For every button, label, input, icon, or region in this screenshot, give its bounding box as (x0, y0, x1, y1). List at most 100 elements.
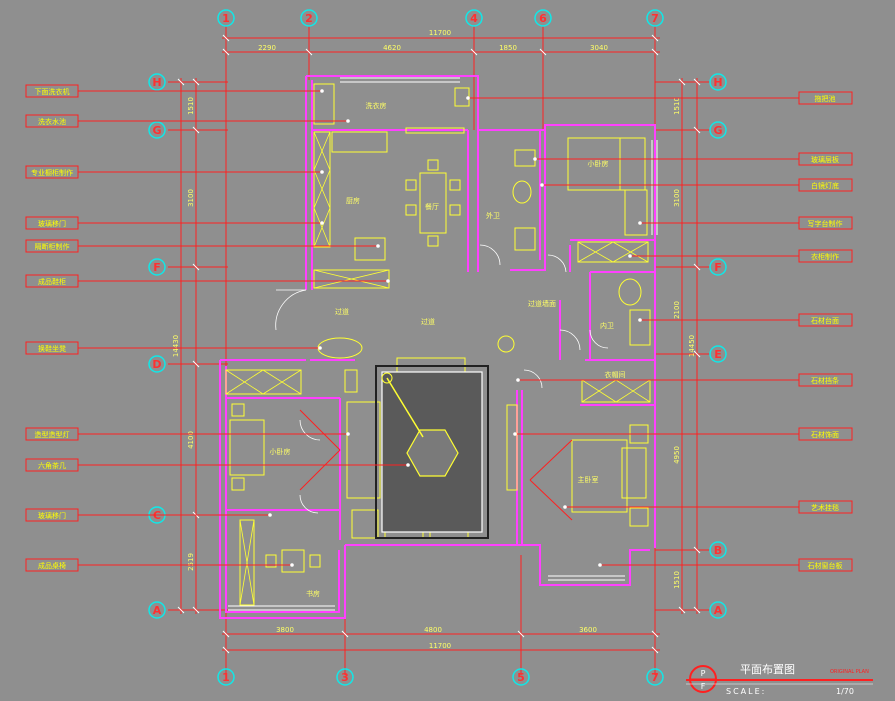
callout-left-text: 成品鞋柜 (38, 277, 66, 286)
axis-bubble-left-3-circle (148, 258, 166, 276)
callout-right-7: 石材挡条 (516, 373, 853, 387)
axis-bubble-top-4: 6 (534, 9, 552, 27)
axis-bubble-top-4-circle (534, 9, 552, 27)
callout-left-11: 成品桌椅 (25, 558, 294, 572)
dimension-text: 11700 2290 4620 1850 3040 3800 4800 3600… (172, 29, 696, 650)
drawing-title: 平面布置图 (740, 663, 795, 676)
axis-bubble-left-6: A (148, 601, 166, 619)
cabinet-hatches (225, 131, 651, 606)
dimension-ticks (177, 34, 701, 654)
axis-bubble-top-1: 1 (217, 9, 235, 27)
callout-right-text: 拖把池 (815, 94, 836, 103)
callout-right-text: 玻璃层板 (811, 155, 839, 164)
callout-right-2: 玻璃层板 (533, 152, 853, 166)
axis-bubble-left-1-label: H (152, 76, 161, 89)
callout-right-8: 石材饰面 (513, 427, 853, 441)
callout-left-8: 造型造型灯 (25, 427, 350, 441)
axis-bubble-right-2-label: G (713, 124, 722, 137)
title-badge-top: P (701, 669, 706, 678)
hexagon-coffee-table (406, 429, 459, 477)
axis-bubble-top-2-circle (300, 9, 318, 27)
dim-right-total: 14450 (688, 335, 696, 357)
dim-left-seg-3: 4100 (187, 431, 195, 449)
dim-right-seg-4: 4950 (673, 446, 681, 464)
callout-right-3: 白镜灯底 (540, 178, 853, 192)
dim-right-seg-5: 1510 (673, 571, 681, 589)
axis-bubble-bottom-1: 1 (217, 668, 235, 686)
axis-bubble-bottom-4-label: 7 (651, 671, 659, 684)
callout-right-9: 艺术挂毯 (563, 500, 853, 514)
axis-bubble-top-5-circle (646, 9, 664, 27)
room-laundry: 洗衣房 (366, 101, 387, 110)
callout-left-10: 玻璃移门 (25, 508, 272, 522)
axis-bubble-top-4-label: 6 (539, 12, 547, 25)
dim-bottom-seg-2: 4800 (424, 626, 442, 634)
grid-bubbles-top: 1 2 4 6 7 (217, 9, 664, 27)
axis-bubble-left-2-label: G (152, 124, 161, 137)
room-labels: 洗衣房 厨房 餐厅 外卫 小卧房 过道 过道 过道墙面 内卫 衣帽间 小卧房 主… (270, 101, 626, 598)
left-bedroom-marker (299, 409, 341, 491)
room-hall: 过道墙面 (528, 299, 556, 308)
dim-top-seg-2: 4620 (383, 44, 401, 52)
callout-left-4: 玻璃移门 (25, 216, 324, 230)
room-master-bedroom: 主卧室 (578, 475, 599, 484)
axis-bubble-left-6-label: A (153, 604, 162, 617)
callouts-right: 拖把池玻璃层板白镜灯底写字台制作衣柜制作石材台面石材挡条石材饰面艺术挂毯石材窗台… (466, 91, 853, 572)
axis-bubble-top-2: 2 (300, 9, 318, 27)
room-corridor: 过道 (335, 307, 349, 316)
callout-left-text: 换鞋坐凳 (38, 344, 66, 353)
callout-right-text: 白镜灯底 (811, 181, 839, 190)
room-wardrobe: 衣帽间 (605, 370, 626, 379)
axis-bubble-bottom-2-circle (336, 668, 354, 686)
callout-left-2: 洗衣水池 (25, 114, 350, 128)
dim-left-seg-2: 3100 (187, 189, 195, 207)
callout-right-4: 写字台制作 (638, 216, 853, 230)
axis-bubble-right-5-circle (709, 541, 727, 559)
callout-left-text: 造型造型灯 (35, 430, 70, 439)
axis-bubble-left-4-circle (148, 355, 166, 373)
axis-bubble-right-2-circle (709, 121, 727, 139)
callout-left-text: 六角茶几 (38, 461, 66, 470)
axis-bubble-right-3-circle (709, 258, 727, 276)
axis-bubble-bottom-1-label: 1 (222, 671, 230, 684)
axis-bubble-left-4: D (148, 355, 166, 373)
scale-label: SCALE: (726, 687, 766, 696)
title-badge-bottom: F (701, 682, 706, 691)
dim-top-seg-3: 1850 (499, 44, 517, 52)
axis-bubble-left-4-label: D (152, 358, 161, 371)
drawing-title-en: ORIGINAL PLAN (830, 669, 869, 675)
callout-right-5: 衣柜制作 (628, 249, 853, 263)
dim-left-seg-1: 1510 (187, 97, 195, 115)
axis-bubble-right-5-label: B (714, 544, 722, 557)
axis-bubble-right-2: G (709, 121, 727, 139)
axis-bubble-right-6: A (709, 601, 727, 619)
callout-left-9: 六角茶几 (25, 458, 410, 472)
axis-bubble-right-3: F (709, 258, 727, 276)
callout-left-text: 隔断柜制作 (35, 242, 70, 251)
axis-bubble-left-1: H (148, 73, 166, 91)
axis-bubble-left-3: F (148, 258, 166, 276)
room-small-bedroom-left: 小卧房 (270, 447, 291, 456)
axis-bubble-top-5: 7 (646, 9, 664, 27)
callout-left-text: 洗衣水池 (38, 117, 66, 126)
axis-bubble-bottom-3-circle (512, 668, 530, 686)
axis-bubble-bottom-1-circle (217, 668, 235, 686)
axis-bubble-right-1-label: H (713, 76, 722, 89)
callout-left-3: 专业橱柜制作 (25, 165, 324, 179)
room-study: 书房 (306, 589, 320, 598)
axis-bubble-top-3: 4 (465, 9, 483, 27)
room-small-bedroom-top: 小卧房 (588, 159, 609, 168)
dim-bottom-total: 11700 (429, 642, 451, 650)
axis-bubble-left-6-circle (148, 601, 166, 619)
axis-bubble-bottom-3: 5 (512, 668, 530, 686)
axis-bubble-right-4-circle (709, 345, 727, 363)
axis-bubble-left-1-circle (148, 73, 166, 91)
callout-left-7: 换鞋坐凳 (25, 341, 322, 355)
callout-right-text: 石材饰面 (811, 430, 839, 439)
callout-left-5: 隔断柜制作 (25, 239, 380, 253)
callout-right-text: 衣柜制作 (811, 252, 839, 261)
walls (219, 75, 656, 619)
callout-right-6: 石材台面 (638, 313, 853, 327)
callout-left-text: 专业橱柜制作 (31, 168, 73, 177)
